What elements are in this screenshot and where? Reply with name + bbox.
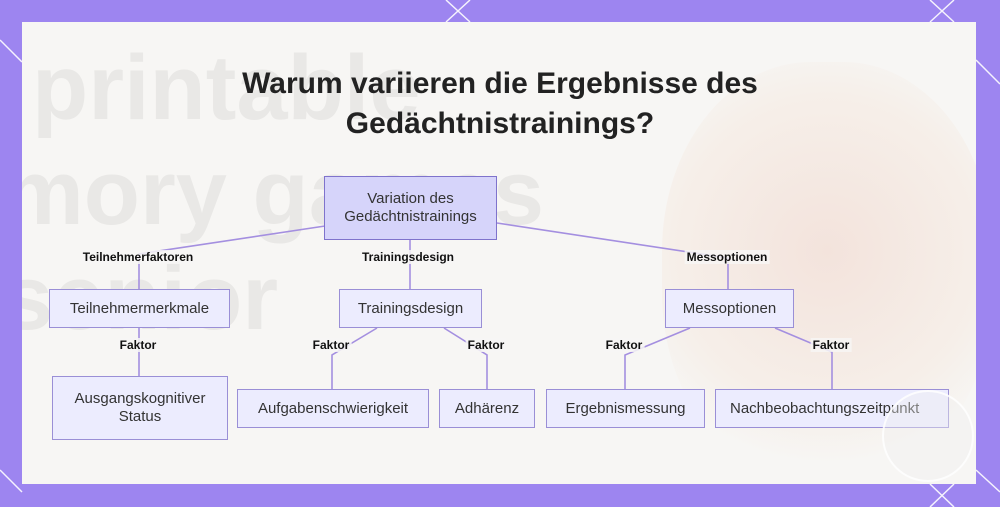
node-aufgabenschwierigkeit: Aufgabenschwierigkeit [237,389,429,428]
background-ghost-text: printable [32,37,421,139]
node-ausgangskognitiver-status: Ausgangskognitiver Status [52,376,228,440]
edge-training-adhaerenz [443,327,488,389]
node-messoptionen: Messoptionen [665,289,794,328]
edge-label-faktor: Faktor [465,338,507,352]
edge-label-faktor: Faktor [310,338,352,352]
node-teilnehmermerkmale: Teilnehmermerkmale [49,289,230,328]
edge-label-faktor: Faktor [810,338,852,352]
edge-label-trainingsdesign: Trainingsdesign [359,250,457,264]
watermark-badge [882,390,974,482]
node-root-variation: Variation des Gedächtnistrainings [324,176,497,240]
node-adhaerenz: Adhärenz [439,389,535,428]
title-line-2: Gedächtnistrainings? [345,107,655,140]
edge-label-faktor: Faktor [603,338,645,352]
edge-mess-nachbeobachtung [774,327,833,389]
edge-label-faktor: Faktor [117,338,159,352]
node-trainingsdesign: Trainingsdesign [339,289,482,328]
edge-label-messoptionen: Messoptionen [684,250,770,264]
edge-mess-ergebnis [624,327,691,389]
node-ergebnismessung: Ergebnismessung [546,389,705,428]
diagram-title: Warum variieren die Ergebnisse des Gedäc… [0,64,1000,144]
title-line-1: Warum variieren die Ergebnisse des [242,67,758,100]
edge-training-aufgaben [331,327,378,389]
edge-label-teilnehmerfaktoren: Teilnehmerfaktoren [80,250,196,264]
